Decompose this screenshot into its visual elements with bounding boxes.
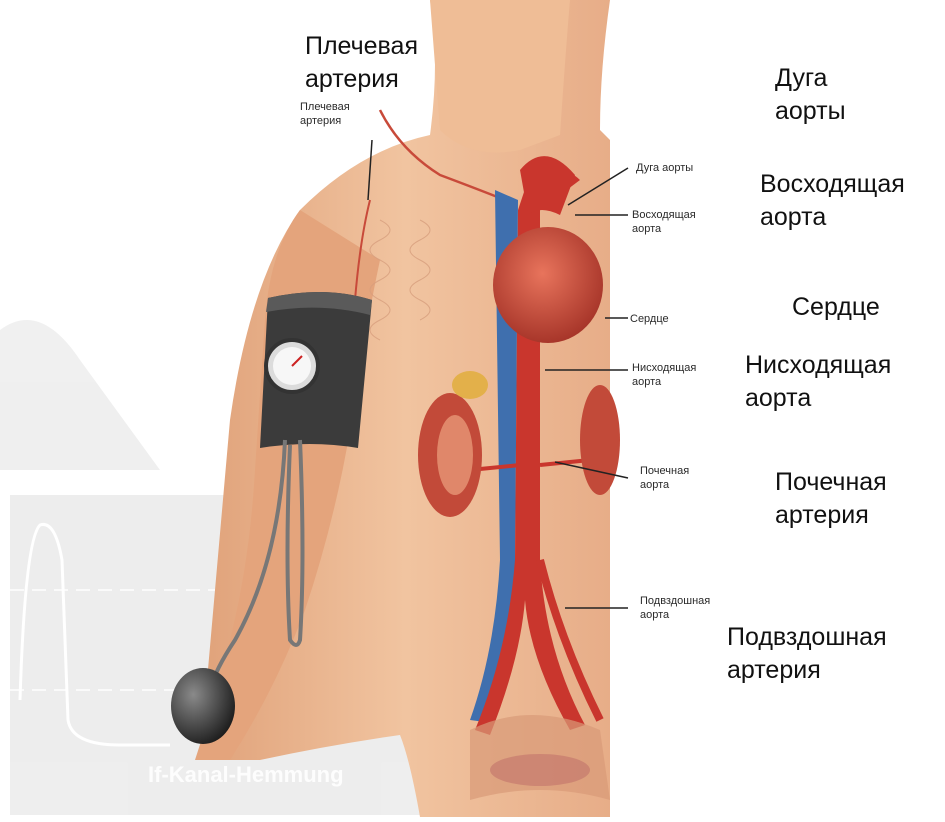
- small-label-renal: Почечная аорта: [640, 465, 692, 491]
- heart: [493, 227, 603, 343]
- torso: [195, 0, 610, 817]
- watermark-text: If-Kanal-Hemmung: [148, 762, 344, 787]
- caption-aortic-arch: Дуга аорты: [775, 62, 846, 128]
- inflation-bulb: [171, 668, 235, 744]
- small-label-brachial: Плечевая артерия: [300, 101, 353, 127]
- caption-renal-artery: Почечная артерия: [775, 466, 887, 532]
- caption-iliac-artery: Подвздошная артерия: [727, 621, 887, 687]
- small-label-arch: Дуга аорты: [636, 162, 693, 174]
- caption-descending-aorta: Нисходящая аорта: [745, 349, 891, 415]
- caption-heart: Сердце: [792, 291, 880, 324]
- small-label-iliac: Подвздошная аорта: [640, 595, 713, 621]
- small-label-ascending: Восходящая аорта: [632, 209, 699, 235]
- caption-brachial-artery: Плечевая артерия: [305, 30, 418, 96]
- small-label-descending: Нисходящая аорта: [632, 362, 699, 388]
- caption-ascending-aorta: Восходящая аорта: [760, 168, 905, 234]
- small-label-heart: Сердце: [630, 313, 669, 325]
